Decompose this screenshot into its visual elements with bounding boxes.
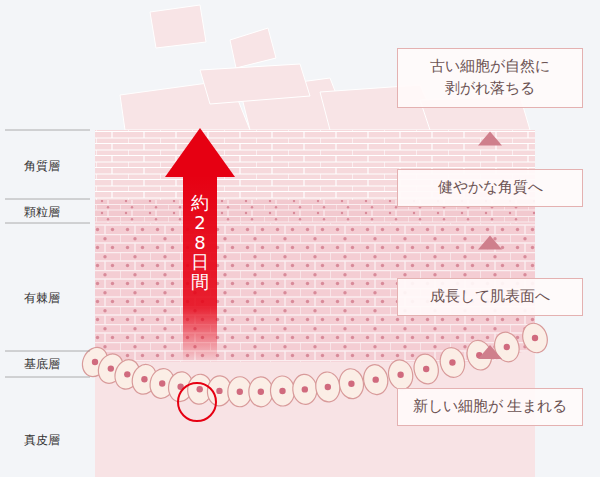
cell-nucleus (141, 376, 147, 382)
cell-nucleus (197, 386, 203, 392)
step-arrow (478, 345, 502, 359)
step-text: 古い細胞が自然に 剥がれ落ちる (410, 56, 570, 100)
cell-nucleus (108, 365, 114, 371)
cell-nucleus (124, 371, 130, 377)
basal-cell (270, 375, 296, 406)
step-text: 成長して肌表面へ (430, 286, 550, 308)
cell-nucleus (216, 388, 222, 394)
cell-nucleus (373, 376, 379, 382)
layer-name: 顆粒層 (24, 204, 60, 221)
cell-nucleus (423, 366, 429, 372)
cell-nucleus (397, 372, 403, 378)
step-box: 成長して肌表面へ (397, 278, 583, 316)
basal-cell (292, 373, 319, 405)
cell-nucleus (159, 380, 165, 386)
cell-nucleus (325, 384, 331, 390)
basal-cell (361, 363, 390, 397)
basal-cell (386, 358, 416, 392)
arrow-head (478, 345, 502, 359)
basal-cell (314, 371, 341, 404)
basal-cell (249, 377, 274, 407)
basal-cell (411, 352, 441, 387)
basal-cell (519, 320, 551, 356)
step-box: 新しい細胞が 生まれる (397, 388, 583, 426)
cell-nucleus (348, 381, 354, 387)
duration-label: 約28日間 (191, 193, 209, 292)
cell-nucleus (279, 388, 285, 394)
step-text: 健やかな角質へ (438, 177, 543, 199)
cell-nucleus (258, 389, 264, 395)
layer-name: 真皮層 (24, 432, 60, 449)
basal-cell (437, 345, 468, 380)
step-arrow (478, 131, 502, 145)
cell-nucleus (302, 386, 308, 392)
cell-nucleus (237, 389, 243, 395)
cell-nucleus (504, 344, 510, 350)
arrow-head (478, 131, 502, 145)
step-arrow (478, 236, 502, 250)
cell-nucleus (449, 359, 455, 365)
layer-name: 基底層 (24, 356, 60, 373)
step-text: 新しい細胞が 生まれる (413, 396, 568, 418)
cell-nucleus (92, 359, 98, 365)
basal-cell (491, 329, 523, 365)
step-box: 古い細胞が自然に 剥がれ落ちる (397, 48, 583, 108)
layer-name: 有棘層 (24, 290, 60, 307)
step-box: 健やかな角質へ (397, 169, 583, 207)
basal-cell (337, 367, 365, 400)
arrow-head (478, 236, 502, 250)
layer-name: 角質層 (24, 158, 60, 175)
cell-nucleus (532, 335, 538, 341)
